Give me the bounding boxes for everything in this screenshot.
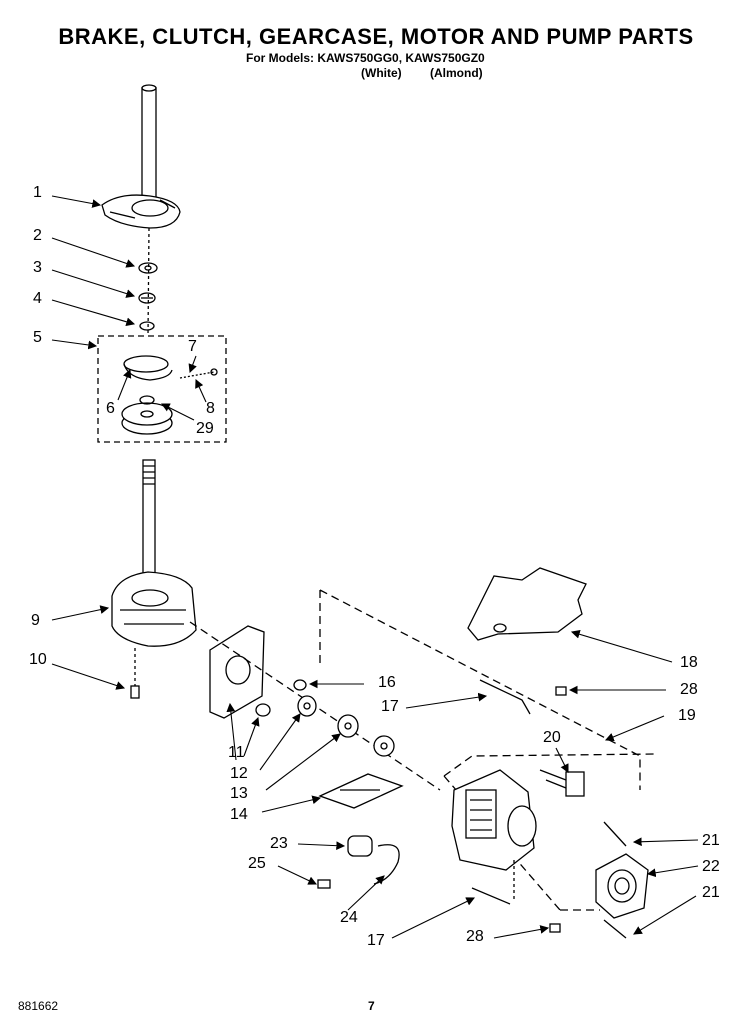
part-21-clip-bottom xyxy=(603,919,627,939)
variant-white-label: (White) xyxy=(361,66,402,80)
variant-almond-label: (Almond) xyxy=(430,66,483,80)
part-23-capacitor xyxy=(347,835,373,857)
part-5-brake-assembly-box xyxy=(97,335,227,443)
lower-spline-shaft xyxy=(142,459,156,581)
callout-24: 24 xyxy=(340,909,358,926)
diagram-code: 881662 xyxy=(18,999,59,1013)
part-22-pump xyxy=(595,853,649,919)
callout-23: 23 xyxy=(270,835,288,852)
part-28-screw-top xyxy=(555,686,567,696)
part-24-strap xyxy=(373,844,400,885)
callout-1: 1 xyxy=(33,184,42,201)
part-18-pad xyxy=(467,567,587,641)
part-14-shield xyxy=(318,773,404,809)
callout-25: 25 xyxy=(248,855,266,872)
callout-9: 9 xyxy=(31,612,40,629)
callout-12: 12 xyxy=(230,765,248,782)
part-13-coupler xyxy=(373,735,395,757)
callout-17-top: 17 xyxy=(381,698,399,715)
callout-11: 11 xyxy=(228,744,245,761)
part-9-gearcase xyxy=(111,571,197,647)
callout-19: 19 xyxy=(678,707,696,724)
part-25-screw xyxy=(317,879,331,889)
callout-5: 5 xyxy=(33,329,42,346)
callout-7: 7 xyxy=(188,338,197,355)
callout-29: 29 xyxy=(196,420,214,437)
upper-drive-shaft xyxy=(141,84,157,199)
part-1-brake-cam xyxy=(101,194,181,229)
part-17-wire-top xyxy=(479,679,531,715)
part-28-screw-bottom xyxy=(549,923,561,933)
part-12-pulley xyxy=(297,695,317,717)
part-20-switch xyxy=(539,769,585,797)
page-number: 7 xyxy=(368,999,375,1013)
callout-28-top: 28 xyxy=(680,681,698,698)
part-17-wire-bottom xyxy=(471,887,511,905)
motor-body xyxy=(451,769,537,900)
leader-lines xyxy=(51,195,699,939)
page-title: BRAKE, CLUTCH, GEARCASE, MOTOR AND PUMP … xyxy=(58,24,694,49)
callout-13: 13 xyxy=(230,785,248,802)
models-subtitle: For Models: KAWS750GG0, KAWS750GZ0 xyxy=(246,51,485,65)
part-3-spring-washer xyxy=(138,292,156,304)
callout-16: 16 xyxy=(378,674,396,691)
part-4-ring xyxy=(139,321,155,331)
callout-21-bottom: 21 xyxy=(702,884,720,901)
part-11-bushing xyxy=(255,703,271,717)
callout-14: 14 xyxy=(230,806,248,823)
callout-4: 4 xyxy=(33,290,42,307)
callout-20: 20 xyxy=(543,729,561,746)
part-7-8-spring xyxy=(179,368,218,379)
callout-22: 22 xyxy=(702,858,720,875)
part-21-clip-top xyxy=(603,821,627,847)
callout-10: 10 xyxy=(29,651,47,668)
callout-2: 2 xyxy=(33,227,42,244)
part-10-screw xyxy=(130,648,140,699)
part-13-drive-gear xyxy=(337,714,359,738)
callout-18: 18 xyxy=(680,654,698,671)
callout-8: 8 xyxy=(206,400,215,417)
callout-17-bottom: 17 xyxy=(367,932,385,949)
part-11-mount-plate xyxy=(209,625,265,719)
part-16-nut xyxy=(293,679,307,691)
callout-3: 3 xyxy=(33,259,42,276)
callout-21-top: 21 xyxy=(702,832,720,849)
callout-6: 6 xyxy=(106,400,115,417)
part-6-brake-band xyxy=(123,355,173,381)
part-29-clutch-hub xyxy=(121,395,173,435)
callout-28-bottom: 28 xyxy=(466,928,484,945)
